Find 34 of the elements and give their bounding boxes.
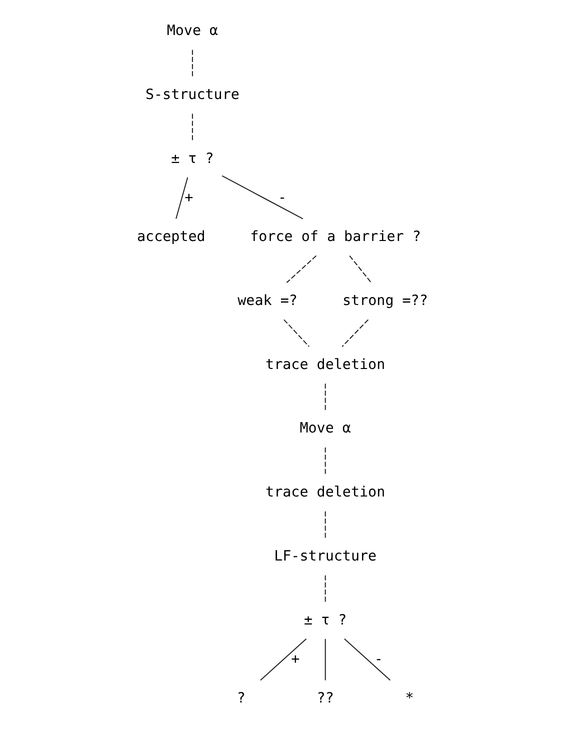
connector — [324, 511, 326, 538]
node-text: accepted — [136, 228, 206, 245]
node-text: ± τ ? — [171, 150, 214, 167]
edge-label: + — [184, 190, 194, 206]
node-text: Move α — [300, 420, 351, 437]
node-text: ?? — [316, 690, 334, 707]
connector — [324, 638, 326, 680]
node-text: Move α — [166, 23, 218, 39]
edge-label: - — [278, 190, 287, 206]
connector — [176, 177, 188, 219]
edge-label: + — [291, 651, 300, 668]
node-text: trace deletion — [266, 356, 386, 373]
connector — [222, 175, 304, 220]
edge-label: - — [374, 651, 383, 668]
connector — [284, 319, 310, 347]
connector — [324, 448, 326, 474]
connector — [286, 255, 317, 284]
connector — [349, 255, 372, 283]
node-text: trace deletion — [266, 484, 386, 501]
node-text: S-structure — [145, 86, 240, 103]
node-text: weak =? — [238, 292, 298, 309]
connector — [342, 319, 369, 347]
node-text: strong =?? — [342, 292, 428, 309]
node-text: LF-structure — [274, 548, 377, 564]
connector — [192, 114, 193, 141]
connector — [192, 50, 193, 77]
node-text: ? — [236, 690, 246, 707]
node-text: ± τ ? — [304, 612, 347, 628]
connector — [260, 638, 307, 681]
connector — [344, 638, 391, 681]
node-text: * — [405, 690, 414, 707]
connector — [324, 575, 326, 602]
connector — [324, 384, 326, 410]
node-text: force of a barrier ? — [250, 228, 421, 245]
